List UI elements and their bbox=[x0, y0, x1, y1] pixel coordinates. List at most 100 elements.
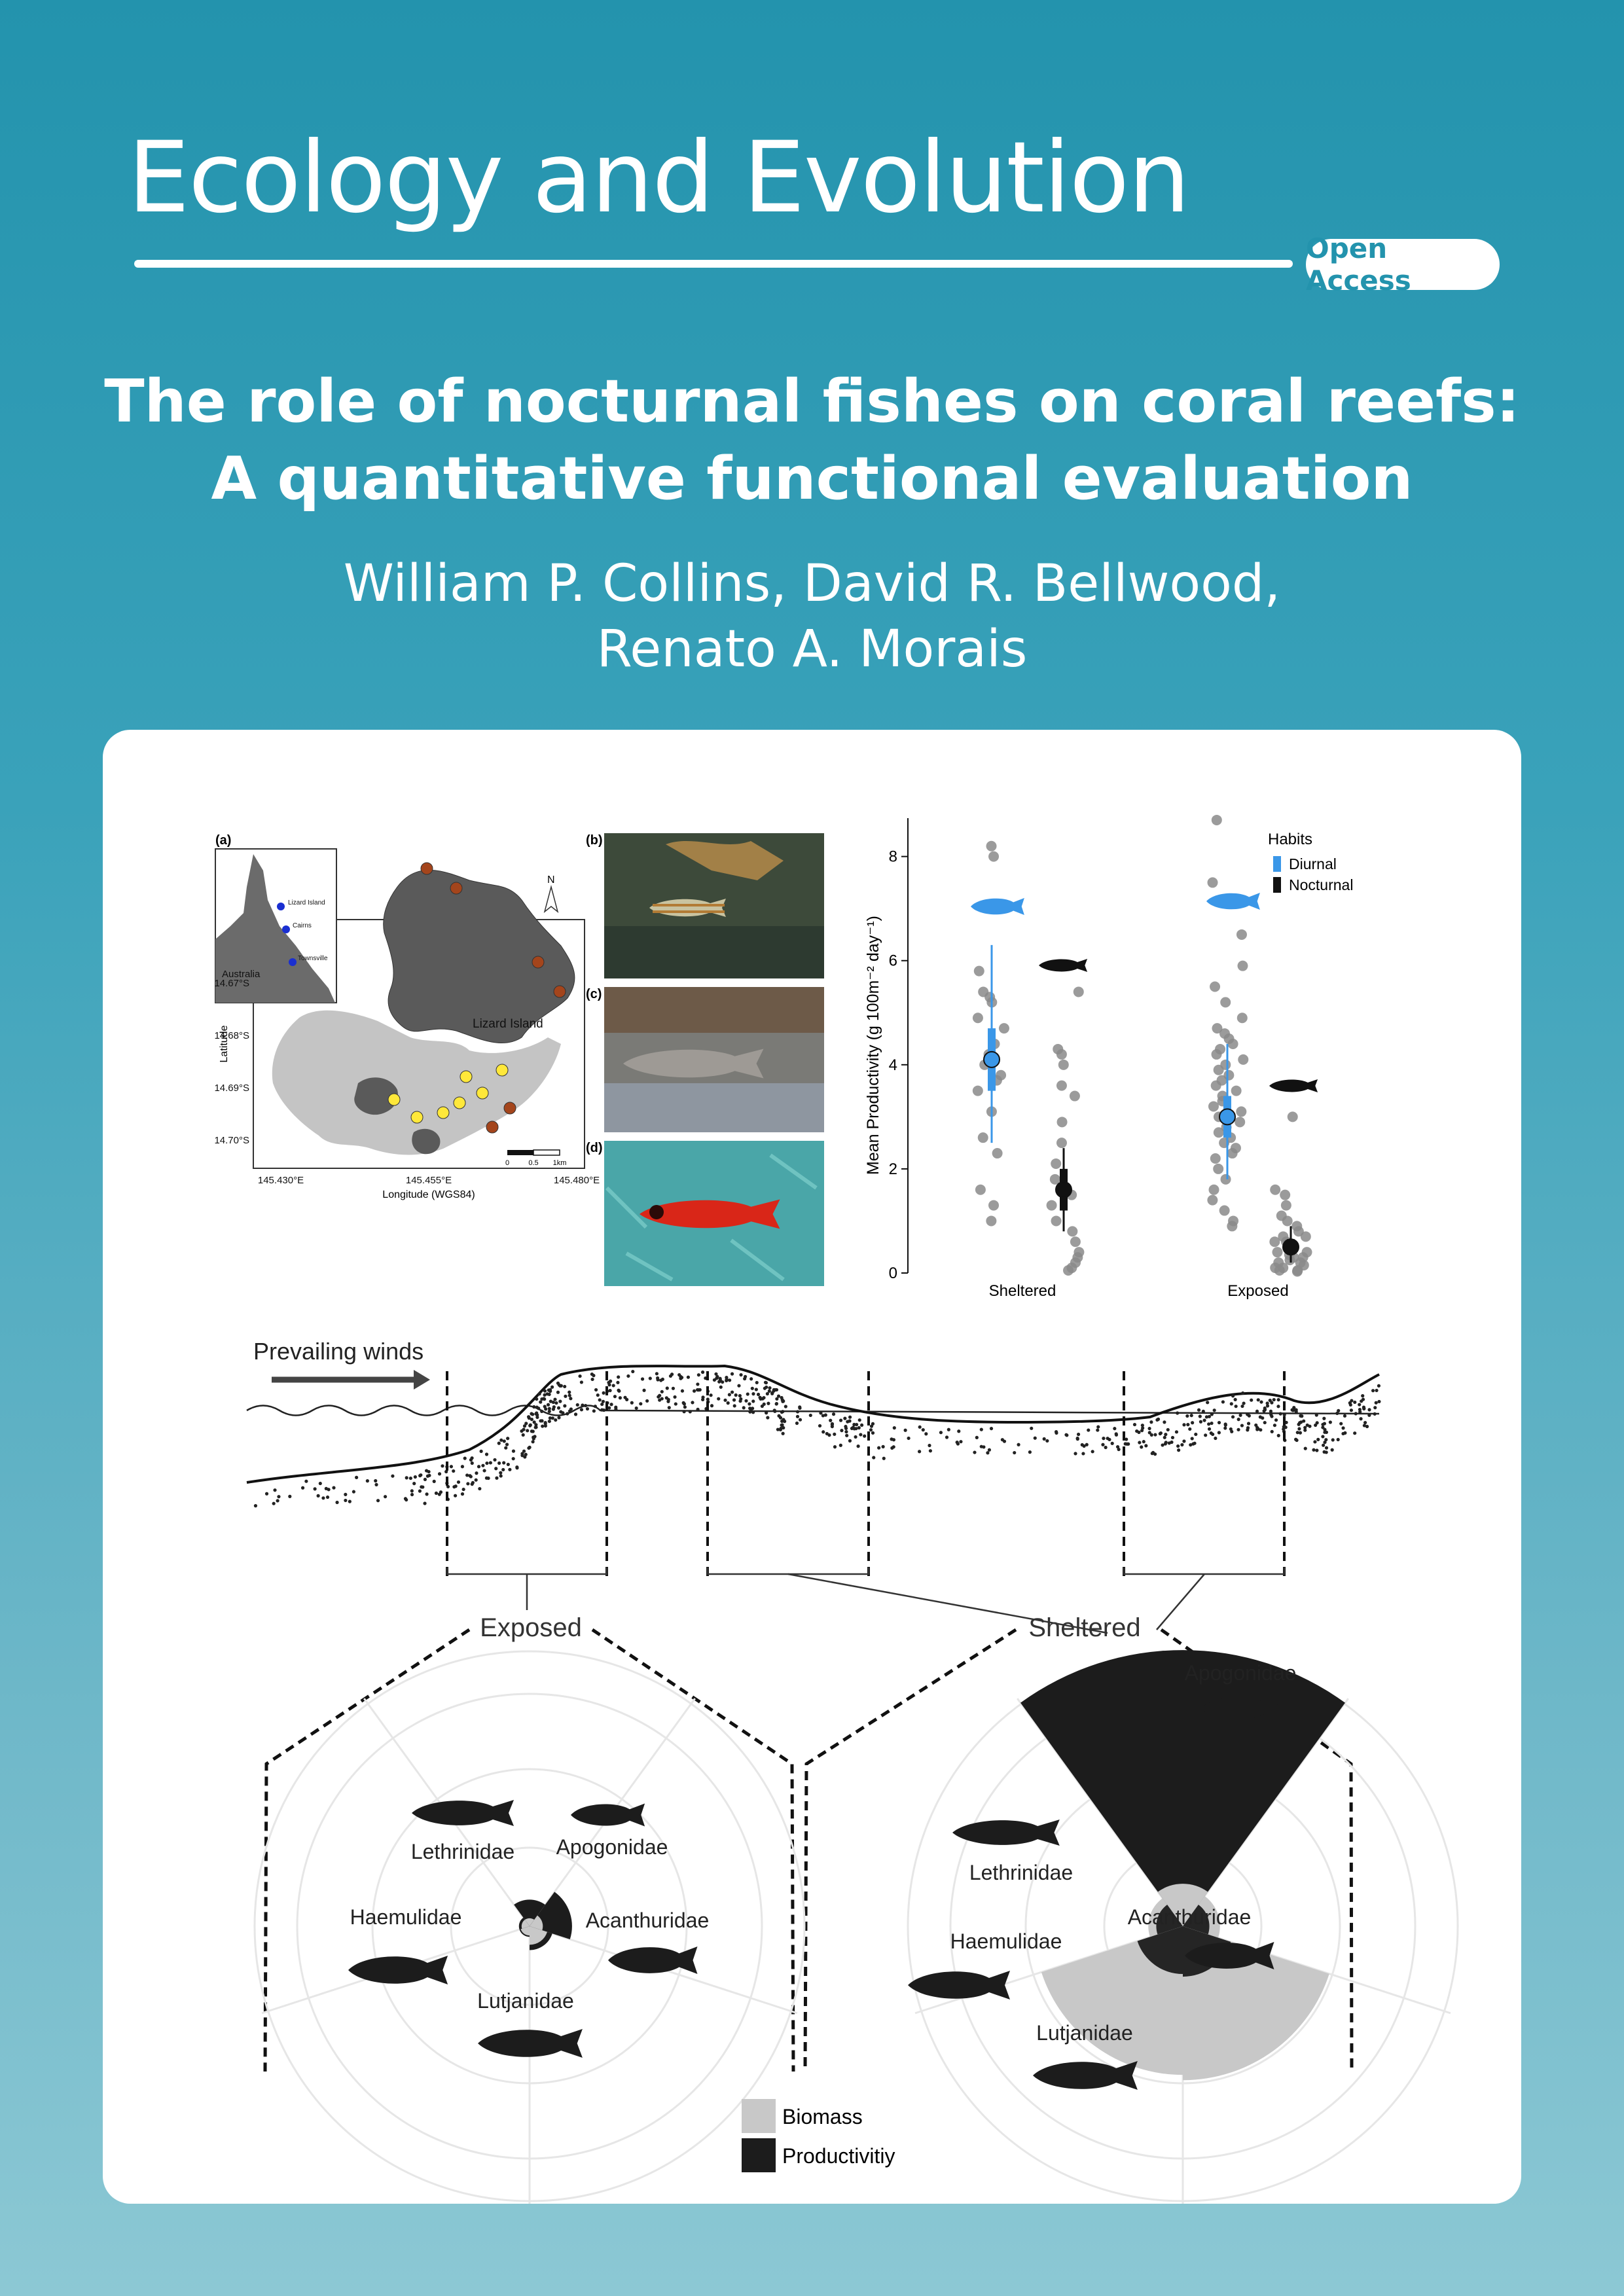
sediment-dot bbox=[890, 1446, 894, 1450]
data-point bbox=[1208, 1184, 1219, 1195]
sediment-dot bbox=[1263, 1420, 1267, 1425]
map-ylabel: Latitude bbox=[219, 1025, 230, 1062]
data-point bbox=[1287, 1111, 1298, 1122]
sediment-dot bbox=[543, 1389, 547, 1393]
sediment-dot bbox=[1242, 1401, 1246, 1405]
sediment-dot bbox=[732, 1398, 736, 1402]
sediment-dot bbox=[1045, 1439, 1049, 1443]
data-point bbox=[972, 1085, 983, 1096]
sediment-dot bbox=[630, 1401, 634, 1405]
sediment-dot bbox=[767, 1389, 771, 1393]
sediment-dot bbox=[1282, 1413, 1286, 1417]
sediment-dot bbox=[829, 1418, 833, 1422]
sediment-dot bbox=[405, 1476, 408, 1480]
sediment-dot bbox=[524, 1452, 528, 1456]
sediment-dot bbox=[592, 1409, 596, 1413]
sediment-dot bbox=[1191, 1442, 1195, 1446]
sediment-dot bbox=[1144, 1444, 1148, 1448]
sediment-dot bbox=[1341, 1431, 1345, 1436]
sediment-dot bbox=[1194, 1432, 1198, 1437]
data-point bbox=[1210, 981, 1221, 992]
sediment-dot bbox=[520, 1454, 524, 1458]
sediment-dot bbox=[1375, 1388, 1379, 1393]
data-point bbox=[1207, 1194, 1218, 1206]
sediment-dot bbox=[573, 1412, 578, 1416]
mean-point bbox=[983, 1050, 1000, 1068]
sediment-dot bbox=[1261, 1416, 1265, 1420]
sediment-dot bbox=[857, 1426, 861, 1430]
sediment-dot bbox=[563, 1384, 567, 1389]
sediment-dot bbox=[475, 1471, 478, 1475]
sediment-dot bbox=[1210, 1421, 1214, 1426]
sediment-dot bbox=[857, 1418, 861, 1422]
journal-title: Ecology and Evolution bbox=[128, 121, 1190, 235]
nocturnal-fish-icon bbox=[1039, 959, 1318, 1092]
data-point bbox=[1213, 1064, 1224, 1075]
sediment-dot bbox=[1262, 1409, 1266, 1413]
sediment-dot bbox=[276, 1499, 280, 1503]
sediment-dot bbox=[706, 1397, 710, 1401]
sediment-dot bbox=[844, 1429, 848, 1434]
sediment-dot bbox=[1328, 1420, 1332, 1424]
sediment-dot bbox=[844, 1424, 848, 1429]
sediment-dot bbox=[1110, 1441, 1114, 1445]
sediment-dot bbox=[1030, 1426, 1034, 1430]
legend-label-diurnal: Diurnal bbox=[1289, 855, 1337, 872]
sediment-dot bbox=[1125, 1437, 1128, 1441]
sediment-dot bbox=[1127, 1442, 1130, 1446]
sediment-dot bbox=[579, 1380, 583, 1384]
data-point bbox=[1067, 1226, 1078, 1237]
reef-area bbox=[272, 1010, 561, 1155]
sediment-dot bbox=[611, 1384, 615, 1388]
sediment-dot bbox=[482, 1469, 486, 1473]
sediment-dot bbox=[348, 1499, 352, 1503]
sediment-dot bbox=[859, 1423, 864, 1427]
sediment-dot bbox=[727, 1393, 731, 1397]
sediment-dot bbox=[781, 1431, 785, 1435]
sediment-dot bbox=[776, 1394, 781, 1398]
sediment-dot bbox=[551, 1400, 555, 1405]
sediment-dot bbox=[767, 1401, 770, 1405]
sediment-dot bbox=[648, 1376, 652, 1380]
sediment-dot bbox=[780, 1395, 784, 1400]
sediment-dot bbox=[1065, 1433, 1069, 1437]
sediment-dot bbox=[494, 1467, 498, 1471]
sediment-dot bbox=[839, 1418, 843, 1422]
sediment-dot bbox=[1359, 1417, 1363, 1421]
sediment-dot bbox=[1042, 1437, 1046, 1441]
sediment-dot bbox=[531, 1429, 535, 1433]
data-point bbox=[1282, 1215, 1293, 1227]
sediment-dot bbox=[617, 1375, 621, 1379]
sediment-dot bbox=[1278, 1412, 1282, 1416]
sediment-dot bbox=[821, 1430, 825, 1434]
data-point bbox=[1272, 1247, 1283, 1258]
sediment-dot bbox=[423, 1477, 427, 1482]
island-small bbox=[412, 1128, 441, 1155]
sediment-dot bbox=[1294, 1410, 1298, 1414]
sediment-dot bbox=[776, 1427, 780, 1431]
sediment-dot bbox=[1174, 1430, 1179, 1434]
sediment-dot bbox=[1159, 1431, 1163, 1435]
legend-label-productivity: Productivitiy bbox=[782, 2144, 895, 2168]
data-point bbox=[1056, 1049, 1067, 1060]
lethrinidae-icon bbox=[412, 1800, 514, 1826]
sediment-dot bbox=[1365, 1424, 1369, 1429]
sediment-dot bbox=[469, 1475, 473, 1479]
data-point bbox=[1056, 1117, 1068, 1128]
svg-text:145.430°E: 145.430°E bbox=[258, 1175, 304, 1186]
authors-line: Renato A. Morais bbox=[596, 620, 1028, 679]
rose-chart-sheltered: Apogonidae Lethrinidae Haemulidae Acanth… bbox=[907, 1650, 1459, 2204]
sediment-dot bbox=[418, 1489, 422, 1493]
sediment-dot bbox=[762, 1395, 766, 1400]
data-point bbox=[1231, 1085, 1242, 1096]
haemulidae-icon bbox=[908, 1971, 1010, 2000]
sediment-dot bbox=[547, 1407, 551, 1410]
productivity-wedge bbox=[1156, 1905, 1183, 1935]
sediment-dot bbox=[924, 1432, 928, 1436]
sediment-dot bbox=[1163, 1435, 1166, 1439]
sediment-dot bbox=[723, 1398, 727, 1402]
biomass-wedge bbox=[521, 1920, 530, 1929]
productivity-wedge bbox=[1020, 1650, 1345, 1926]
sediment-dot bbox=[486, 1476, 490, 1480]
rose-legend: Biomass Productivitiy bbox=[742, 2099, 895, 2172]
